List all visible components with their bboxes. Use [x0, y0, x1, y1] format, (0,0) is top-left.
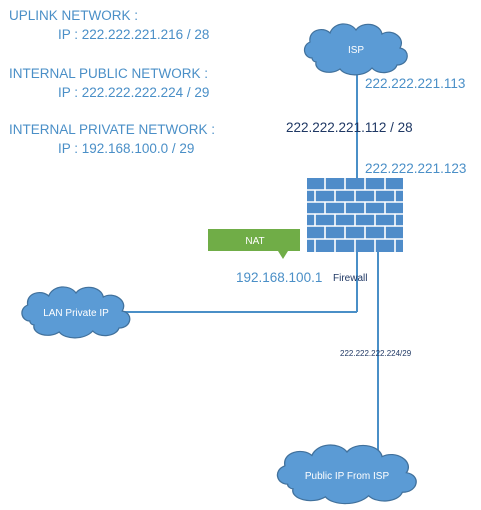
isp-ip-label: 222.222.221.113 — [365, 76, 465, 91]
public-ip-label: Public IP From ISP — [305, 471, 390, 482]
isp-cloud: ISP — [303, 23, 408, 76]
connection-lines — [118, 70, 379, 455]
uplink-network-ip: IP : 222.222.221.216 / 28 — [58, 27, 210, 42]
public-subnet-label: 222.222.222.224/29 — [340, 349, 412, 358]
firewall-label: Firewall — [333, 273, 367, 284]
internal-public-network-ip: IP : 222.222.222.224 / 29 — [58, 85, 210, 100]
uplink-subnet-label: 222.222.221.112 / 28 — [286, 120, 413, 135]
isp-label: ISP — [348, 45, 364, 56]
internal-private-network-title: INTERNAL PRIVATE NETWORK : — [9, 122, 216, 137]
nat-label: NAT — [245, 236, 264, 247]
lan-private-label: LAN Private IP — [43, 308, 109, 319]
uplink-network-title: UPLINK NETWORK : — [9, 8, 139, 23]
internal-private-network-ip: IP : 192.168.100.0 / 29 — [58, 141, 195, 156]
internal-public-network-title: INTERNAL PUBLIC NETWORK : — [9, 66, 209, 81]
firewall-lan-ip-label: 192.168.100.1 — [236, 270, 322, 285]
firewall-icon — [307, 178, 403, 252]
nat-callout: NAT — [208, 229, 300, 259]
firewall-wan-ip-label: 222.222.221.123 — [365, 161, 466, 176]
